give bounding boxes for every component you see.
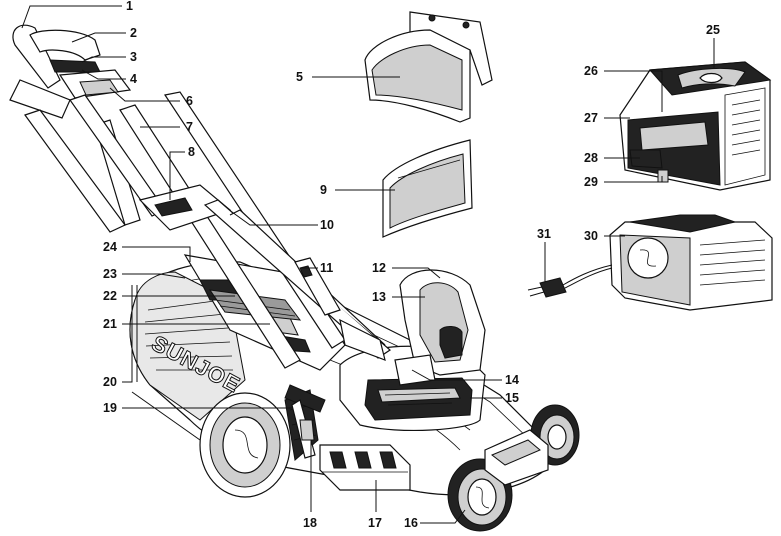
- battery-pack: [619, 61, 772, 191]
- callout-29: 29: [584, 175, 598, 189]
- callout-27: 27: [584, 111, 598, 125]
- callout-22: 22: [103, 289, 117, 303]
- handle-bracket: [294, 257, 386, 361]
- callout-12: 12: [372, 261, 386, 275]
- leader-line-20c: [131, 391, 201, 441]
- callout-20: 20: [103, 375, 117, 389]
- leader-line-29: [604, 176, 663, 183]
- callouts: 1 2 3 4 5 6 7 8 9 10 11 12 13: [21, 0, 720, 530]
- callout-31: 31: [537, 227, 551, 241]
- callout-3: 3: [130, 50, 137, 64]
- callout-15: 15: [505, 391, 519, 405]
- callout-18: 18: [303, 516, 317, 530]
- callout-26: 26: [584, 64, 598, 78]
- leader-line-3: [81, 56, 126, 63]
- callout-7: 7: [186, 120, 193, 134]
- callout-21: 21: [103, 317, 117, 331]
- grass-catcher-top: [364, 11, 493, 123]
- callout-14: 14: [505, 373, 519, 387]
- leader-line-20a: [122, 285, 133, 383]
- leader-line-8: [169, 151, 185, 200]
- callout-30: 30: [584, 229, 598, 243]
- callout-24: 24: [103, 240, 117, 254]
- battery-charger: [609, 214, 773, 311]
- battery-compartment-cover: [394, 269, 486, 386]
- callout-28: 28: [584, 151, 598, 165]
- callout-16: 16: [404, 516, 418, 530]
- leader-line-24: [122, 246, 191, 262]
- leader-line-26: [604, 70, 663, 112]
- callout-19: 19: [103, 401, 117, 415]
- deck-side-panel: [129, 271, 246, 421]
- callout-11: 11: [320, 261, 333, 275]
- rear-discharge-flap: [319, 444, 411, 491]
- callout-6: 6: [186, 94, 193, 108]
- leader-line-10: [231, 211, 318, 226]
- callout-23: 23: [103, 267, 117, 281]
- leader-line-1: [21, 5, 122, 29]
- callout-1: 1: [126, 0, 133, 13]
- callout-4: 4: [130, 72, 137, 86]
- callout-17: 17: [368, 516, 382, 530]
- upper-handle: [9, 24, 166, 233]
- callout-9: 9: [320, 183, 327, 197]
- leader-line-23: [122, 273, 186, 279]
- leader-line-12: [392, 267, 441, 279]
- leader-line-2: [71, 32, 126, 43]
- leader-line-6: [109, 87, 180, 102]
- callout-5: 5: [296, 70, 303, 84]
- front-height-adjuster: [484, 429, 549, 486]
- leader-line-16: [420, 509, 466, 524]
- callout-25: 25: [706, 23, 720, 37]
- height-adjust-lever: [284, 384, 326, 459]
- callout-13: 13: [372, 290, 386, 304]
- grass-catcher-flap: [382, 139, 473, 238]
- charger-power-cord: [527, 264, 613, 298]
- callout-10: 10: [320, 218, 334, 232]
- callout-8: 8: [188, 145, 195, 159]
- callout-2: 2: [130, 26, 137, 40]
- rear-wheel: [199, 392, 291, 498]
- deck-ribs: [144, 299, 233, 371]
- lawn-mower-illustration: SUNJOE: [9, 24, 580, 532]
- leader-line-14: [411, 369, 502, 381]
- leader-line-4: [81, 69, 126, 80]
